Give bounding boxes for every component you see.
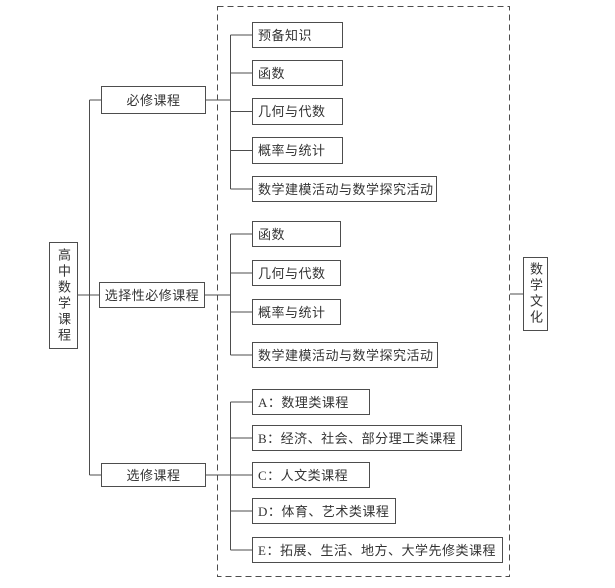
node-compulsory-modeling-inquiry: 数学建模活动与数学探究活动 xyxy=(252,176,437,202)
node-math-culture: 数学文化 xyxy=(523,257,548,331)
node-elective-a-math-science: A：数理类课程 xyxy=(252,389,370,415)
node-elective-b-econ-social: B：经济、社会、部分理工类课程 xyxy=(252,425,462,451)
node-selective-probability-statistics: 概率与统计 xyxy=(252,299,341,325)
node-compulsory-geometry-algebra: 几何与代数 xyxy=(252,98,343,125)
node-branch-elective: 选修课程 xyxy=(101,463,206,487)
dashed-boundary xyxy=(217,6,510,577)
node-compulsory-functions: 函数 xyxy=(252,60,343,86)
node-selective-modeling-inquiry: 数学建模活动与数学探究活动 xyxy=(252,342,438,368)
node-elective-e-extension: E：拓展、生活、地方、大学先修类课程 xyxy=(252,537,503,563)
node-root-highschool-math-curriculum: 高中数学课程 xyxy=(49,242,78,349)
node-compulsory-preparatory-knowledge: 预备知识 xyxy=(252,22,343,48)
node-branch-compulsory: 必修课程 xyxy=(101,86,206,114)
node-selective-geometry-algebra: 几何与代数 xyxy=(252,260,341,286)
node-elective-c-humanities: C：人文类课程 xyxy=(252,462,370,488)
node-branch-selective-compulsory: 选择性必修课程 xyxy=(99,282,205,308)
node-elective-d-sports-arts: D：体育、艺术类课程 xyxy=(252,498,396,524)
node-compulsory-probability-statistics: 概率与统计 xyxy=(252,137,343,164)
node-selective-functions: 函数 xyxy=(252,221,341,247)
